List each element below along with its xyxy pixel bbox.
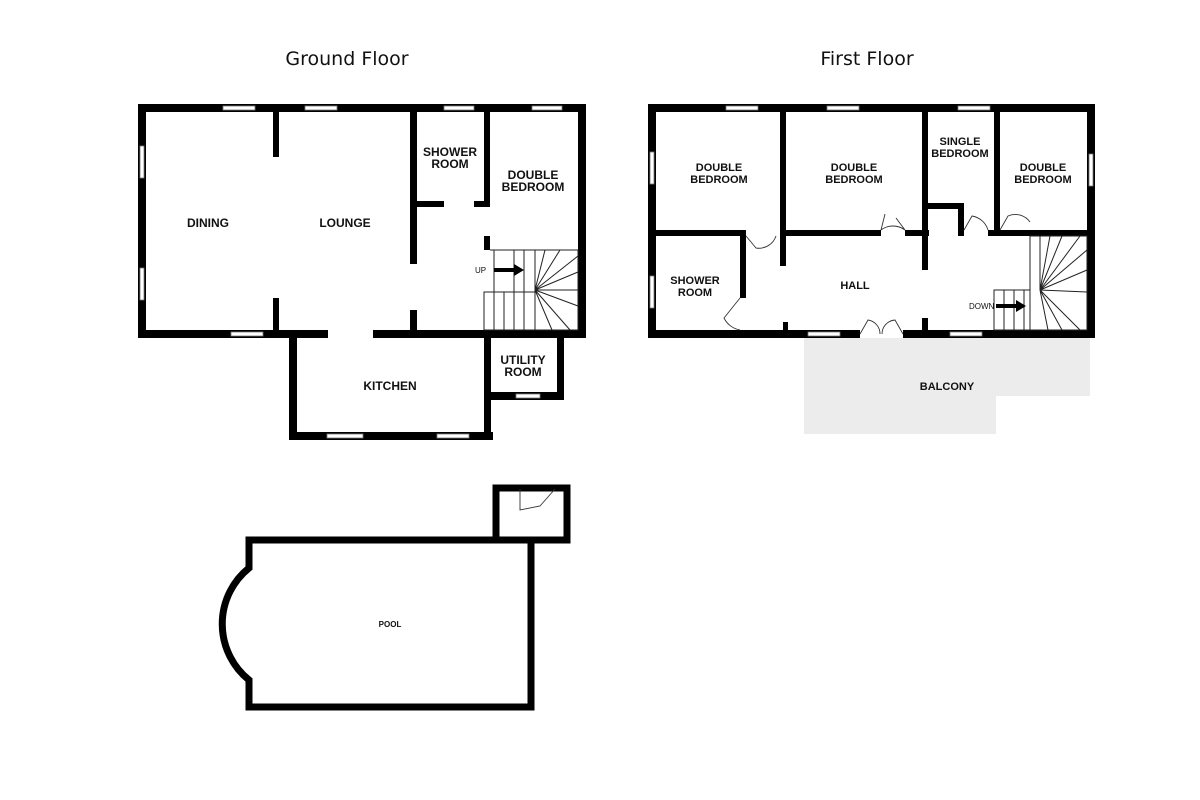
room-utility-room-line1: UTILITY [500, 353, 545, 367]
wall [474, 201, 490, 207]
room-double-bedroom-3-line1: DOUBLE [1020, 162, 1066, 174]
wall [780, 236, 786, 266]
wall [289, 432, 493, 440]
wall [410, 310, 417, 330]
window [1088, 153, 1094, 187]
room-double-bedroom-line1: DOUBLE [508, 168, 559, 182]
wall [958, 203, 964, 236]
room-single-bedroom-line2: BEDROOM [931, 148, 988, 160]
window [515, 393, 541, 399]
wall [578, 104, 586, 338]
room-single-bedroom-line1: SINGLE [940, 136, 981, 148]
wall [484, 336, 491, 440]
window [957, 105, 991, 111]
room-shower-room-line2: ROOM [431, 157, 468, 171]
wall [922, 318, 928, 330]
room-shower-room-line1: SHOWER [670, 275, 720, 287]
room-dining: DINING [187, 216, 229, 230]
ground-floor-plan: UP DINING LOUNGE SHOWER ROOM DOUBLE BEDR… [138, 104, 586, 440]
wall [903, 330, 1095, 338]
window [436, 433, 470, 439]
wall [417, 201, 444, 207]
window [222, 105, 256, 111]
wall [410, 112, 417, 264]
stairs-up-label: UP [475, 266, 486, 275]
ground-stairs [483, 249, 579, 331]
wall [1087, 104, 1095, 338]
wall [928, 203, 964, 209]
pool-store [492, 484, 571, 544]
up-arrow-icon [494, 264, 524, 276]
wall [988, 230, 1000, 236]
wall [656, 230, 740, 236]
wall [273, 298, 279, 330]
wall [648, 104, 656, 338]
door-icon [723, 297, 741, 331]
door-icon [519, 488, 556, 511]
wall [1000, 230, 1087, 236]
room-shower-room-line2: ROOM [678, 287, 712, 299]
door-icon [999, 213, 1031, 231]
window [725, 105, 759, 111]
wall [373, 330, 586, 338]
first-floor-title: First Floor [820, 48, 913, 70]
wall [786, 230, 881, 236]
window [807, 331, 841, 337]
room-lounge: LOUNGE [319, 216, 370, 230]
door-icon [859, 319, 904, 335]
window [531, 105, 563, 111]
room-double-bedroom-2-line2: BEDROOM [825, 174, 882, 186]
first-floor-plan: DOWN DOUBLE BEDROOM DOUBLE BEDROOM SINGL… [648, 104, 1095, 434]
room-hall: HALL [840, 280, 870, 292]
first-stairs [993, 235, 1088, 331]
room-double-bedroom-1-line2: BEDROOM [690, 174, 747, 186]
wall [138, 104, 146, 338]
room-double-bedroom-2-line1: DOUBLE [831, 162, 877, 174]
room-double-bedroom-line2: BEDROOM [502, 180, 565, 194]
window [304, 105, 338, 111]
wall [780, 112, 786, 236]
window [826, 105, 860, 111]
door-icon [963, 215, 989, 231]
wall [922, 112, 928, 270]
window [949, 331, 983, 337]
pool-building-plan: POOL [218, 484, 571, 711]
room-pool: POOL [379, 620, 402, 629]
stairs-down-label: DOWN [969, 302, 995, 311]
wall [783, 322, 788, 330]
wall [138, 104, 586, 112]
ground-floor-title: Ground Floor [285, 48, 408, 70]
down-arrow-icon [996, 300, 1026, 312]
wall [484, 112, 490, 207]
window [443, 105, 475, 111]
room-shower-room-line1: SHOWER [423, 145, 477, 159]
window [649, 151, 655, 185]
window [139, 267, 145, 301]
room-double-bedroom-3-line2: BEDROOM [1014, 174, 1071, 186]
window [326, 433, 364, 439]
door-icon [745, 235, 777, 249]
wall [484, 236, 490, 250]
wall [994, 112, 1000, 236]
pool-outline [218, 536, 535, 711]
room-kitchen: KITCHEN [363, 379, 416, 393]
wall [289, 330, 297, 440]
wall [648, 330, 860, 338]
room-balcony: BALCONY [920, 381, 975, 393]
room-utility-room-line2: ROOM [504, 365, 541, 379]
wall [273, 112, 279, 157]
wall [648, 104, 1095, 112]
wall [557, 336, 564, 400]
window [139, 145, 145, 179]
window [230, 331, 264, 337]
wall [905, 230, 929, 236]
room-double-bedroom-1-line1: DOUBLE [696, 162, 742, 174]
wall [740, 230, 746, 298]
door-icon [880, 213, 906, 231]
window [649, 275, 655, 309]
balcony-area [804, 338, 1090, 434]
